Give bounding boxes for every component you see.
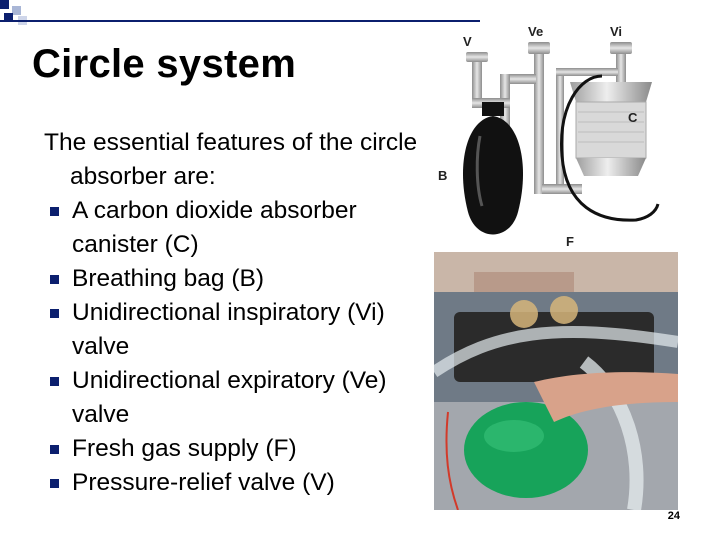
- slide-title: Circle system: [32, 42, 297, 86]
- hand: [534, 372, 678, 422]
- canister-granules: [578, 111, 644, 143]
- absorber-canister: [575, 101, 647, 159]
- label-vi: Vi: [610, 24, 622, 39]
- inspiratory-pipe: [616, 54, 626, 82]
- bag-highlight: [475, 135, 484, 207]
- corner-decoration: [0, 0, 60, 30]
- bag-neck: [482, 102, 504, 116]
- fresh-gas-hose: [560, 74, 660, 222]
- red-wire: [445, 411, 459, 510]
- bullet-square-icon: [50, 377, 59, 386]
- horizontal-pipe: [500, 74, 536, 84]
- bullet-square-icon: [50, 309, 59, 318]
- bullet-square-icon: [50, 479, 59, 488]
- bullet-square-icon: [50, 207, 59, 216]
- list-item: Fresh gas supply (F): [44, 432, 424, 466]
- list-item: Unidirectional expiratory (Ve) valve: [44, 364, 424, 432]
- absorber-top: [474, 272, 574, 292]
- bottom-pipe: [542, 184, 582, 194]
- relief-valve-pipe: [472, 62, 482, 106]
- list-item: Unidirectional inspiratory (Vi) valve: [44, 296, 424, 364]
- label-f: F: [566, 234, 574, 249]
- label-v: V: [463, 34, 472, 49]
- canister-top: [570, 82, 652, 102]
- expiratory-valve-cap: [528, 42, 550, 54]
- valve-dome-left: [510, 300, 538, 328]
- label-b: B: [438, 168, 447, 183]
- list-item: Pressure-relief valve (V): [44, 466, 424, 500]
- corrugated-tube: [434, 326, 678, 377]
- label-c: C: [628, 110, 638, 125]
- bullet-square-icon: [50, 445, 59, 454]
- return-pipe: [556, 68, 564, 194]
- feature-list: A carbon dioxide absorber canister (C) B…: [44, 194, 424, 500]
- inspiratory-valve-cap: [610, 42, 632, 54]
- relief-valve-cap: [466, 52, 488, 62]
- top-connector-pipe: [556, 68, 618, 76]
- slide-number: 24: [667, 510, 680, 522]
- valve-dome-right: [550, 296, 578, 324]
- expiratory-pipe: [534, 54, 544, 194]
- bag-shine: [484, 420, 544, 452]
- list-item: A carbon dioxide absorber canister (C): [44, 194, 424, 262]
- slide-body: The essential features of the circle abs…: [44, 126, 424, 500]
- canister-bottom: [576, 158, 646, 176]
- list-item: Breathing bag (B): [44, 262, 424, 296]
- bullet-square-icon: [50, 275, 59, 284]
- label-ve: Ve: [528, 24, 543, 39]
- circle-absorber-photo: [434, 252, 678, 510]
- title-divider-line: [0, 20, 480, 22]
- circle-system-diagram: V Ve Vi B F C: [438, 24, 660, 249]
- intro-text: The essential features of the circle abs…: [44, 129, 418, 190]
- breathing-bag: [462, 116, 524, 235]
